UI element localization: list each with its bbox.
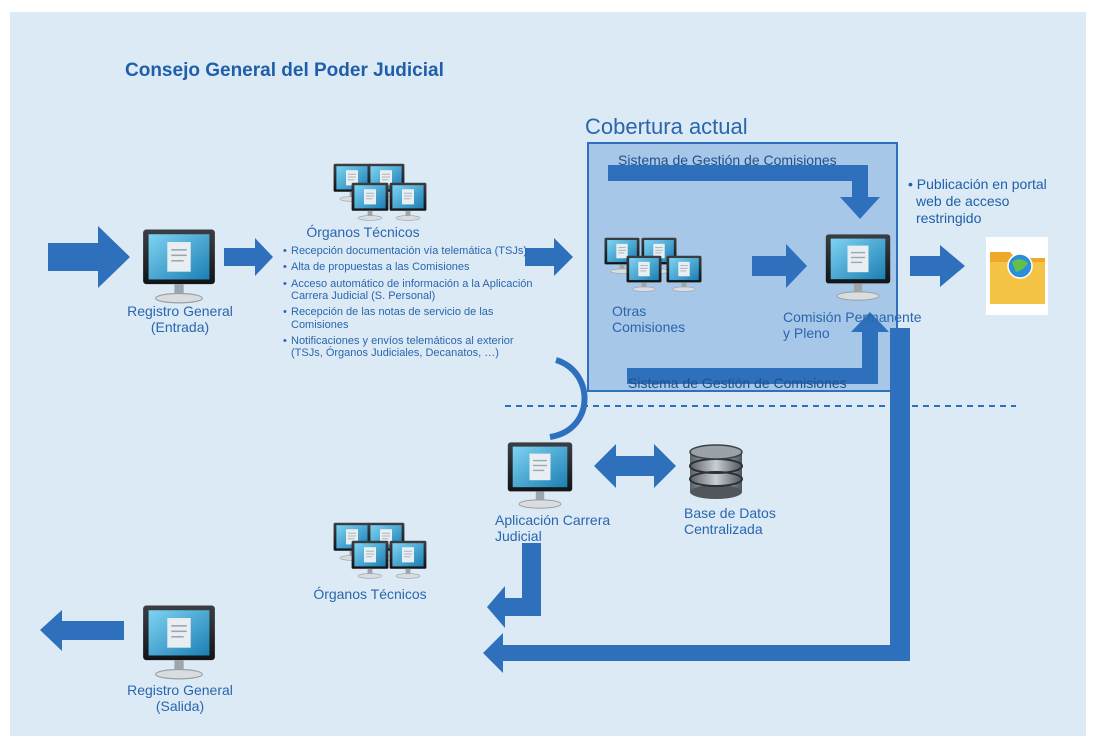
arrow-sgc-bottom: [627, 312, 889, 384]
arrow-input: [48, 226, 130, 288]
arrow-aplicacion-to-organos: [487, 543, 541, 628]
list-item: Notificaciones y envíos telemáticos al e…: [283, 335, 533, 360]
sgc-bottom-label: Sistema de Gestión de Comisiones: [628, 375, 847, 391]
registro-salida-label: Registro General(Salida): [127, 682, 233, 715]
arrow-sgc-top: [608, 165, 880, 219]
list-item: Alta de propuestas a las Comisiones: [283, 261, 533, 274]
list-item: Recepción de las notas de servicio de la…: [283, 306, 533, 331]
cobertura-actual-label: Cobertura actual: [585, 114, 748, 139]
arrow-curved-link: [549, 357, 588, 440]
arrow-double-db: [594, 444, 676, 488]
database-icon: [689, 444, 743, 499]
registro-salida-monitor-icon: [142, 604, 216, 680]
arrow-output: [40, 610, 124, 651]
page-title: Consejo General del Poder Judicial: [125, 60, 444, 81]
organos-top-monitor-group-icon: [333, 163, 427, 221]
organos-functions-list: Recepción documentación vía telemática (…: [283, 245, 533, 364]
aplicacion-monitor-icon: [507, 441, 573, 509]
arrow-otras-to-comision: [752, 244, 807, 288]
list-item: Recepción documentación vía telemática (…: [283, 245, 533, 258]
registro-entrada-monitor-icon: [142, 228, 216, 304]
arrows: [40, 165, 965, 673]
web-folder-icon: [986, 237, 1048, 315]
publicacion-label: • Publicación en portal web de acceso re…: [908, 176, 1047, 226]
arrow-organos-to-cobertura: [525, 238, 573, 276]
registro-entrada-label: Registro General(Entrada): [127, 303, 233, 336]
list-item: Acceso automático de información a la Ap…: [283, 278, 533, 303]
arrow-to-portal: [910, 245, 965, 287]
arrow-registro-to-organos: [224, 238, 273, 276]
sgc-top-label: Sistema de Gestión de Comisiones: [618, 152, 837, 168]
organos-top-label: Órganos Técnicos: [306, 224, 420, 240]
organos-bottom-monitor-group-icon: [333, 522, 427, 579]
organos-bottom-label: Órganos Técnicos: [313, 586, 427, 602]
